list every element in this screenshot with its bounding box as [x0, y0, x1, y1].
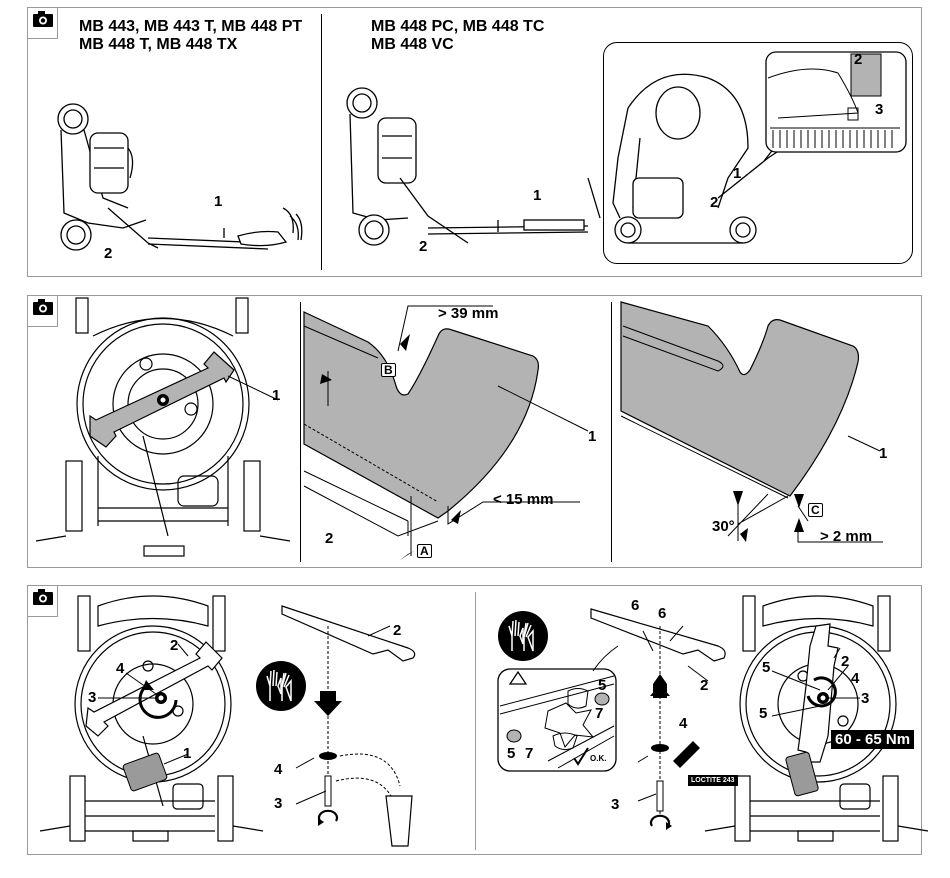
callout-3: 3 — [274, 795, 283, 812]
callout-1: 1 — [272, 387, 281, 404]
callout-4: 4 — [274, 761, 283, 778]
callout-1: 1 — [533, 187, 542, 204]
mower-blade-installed-illustration — [704, 595, 929, 842]
adhesive-label: LOCTITE 243 — [688, 775, 738, 786]
callout-5: 5 — [759, 705, 768, 722]
trash-bin-icon — [385, 795, 413, 847]
blade-wear-detail-illustration — [303, 305, 589, 560]
callout-2: 2 — [393, 622, 402, 639]
callout-5: 5 — [762, 659, 771, 676]
callout-5: 5 — [598, 677, 607, 694]
models-title-left-line2: MB 448 T, MB 448 TX — [79, 36, 238, 53]
callout-3: 3 — [611, 796, 620, 813]
panel-blade-wear-check: 1 > 39 mm B 1 < 15 mm 2 A — [27, 295, 922, 568]
panel-handle-folding: MB 443, MB 443 T, MB 448 PT MB 448 T, MB… — [27, 7, 922, 277]
callout-5: 5 — [507, 745, 516, 762]
marker-b: B — [381, 363, 396, 377]
mower-underside-blade-illustration — [35, 297, 291, 557]
marker-a: A — [417, 544, 432, 558]
callout-1: 1 — [588, 428, 597, 445]
dimension-max-wear: < 15 mm — [493, 491, 554, 508]
models-title-right-line1: MB 448 PC, MB 448 TC — [371, 18, 545, 35]
mower-folded-handle-cable-illustration — [346, 87, 601, 246]
inset-drive-alignment — [497, 668, 617, 772]
callout-2: 2 — [710, 194, 719, 211]
inset-operator-frame — [603, 42, 913, 264]
divider — [300, 302, 301, 562]
callout-7: 7 — [525, 745, 534, 762]
dimension-min-width: > 39 mm — [438, 305, 499, 322]
blade-shape — [85, 641, 223, 737]
mower-blade-removal-illustration — [39, 595, 264, 842]
callout-7: 7 — [595, 705, 604, 722]
callout-2: 2 — [419, 238, 428, 255]
callout-1: 1 — [879, 445, 888, 462]
callout-6: 6 — [658, 605, 667, 622]
blade-edge-angle-detail-illustration — [620, 301, 883, 543]
divider — [475, 592, 476, 850]
dimension-min-thickness: > 2 mm — [820, 528, 873, 545]
angle-label: 30° — [712, 518, 735, 535]
blade-installation-exploded-illustration — [497, 608, 726, 830]
wood-block — [785, 751, 819, 797]
callout-1: 1 — [214, 193, 223, 210]
operator-folding-handle-illustration — [612, 51, 907, 244]
callout-3: 3 — [861, 690, 870, 707]
callout-2: 2 — [104, 245, 113, 262]
callout-1: 1 — [733, 165, 742, 182]
callout-4: 4 — [679, 715, 688, 732]
callout-3: 3 — [88, 689, 97, 706]
blade-removal-exploded-illustration — [256, 605, 416, 847]
callout-2: 2 — [170, 637, 179, 654]
camera-icon — [28, 586, 58, 617]
torque-spec-label: 60 - 65 Nm — [831, 730, 915, 749]
camera-icon — [28, 8, 58, 39]
callout-2: 2 — [854, 51, 863, 68]
callout-4: 4 — [116, 660, 125, 677]
callout-6: 6 — [631, 597, 640, 614]
mower-folded-handle-illustration — [57, 103, 303, 251]
divider — [611, 302, 612, 562]
callout-2: 2 — [325, 530, 334, 547]
callout-4: 4 — [851, 670, 860, 687]
marker-c: C — [808, 503, 823, 517]
ok-label: O.K. — [590, 754, 607, 763]
models-title-right-line2: MB 448 VC — [371, 36, 454, 53]
panel-blade-removal-installation: 2 4 3 1 2 4 3 — [27, 585, 929, 855]
divider — [321, 14, 322, 270]
callout-1: 1 — [183, 745, 192, 762]
callout-2: 2 — [841, 653, 850, 670]
callout-3: 3 — [875, 101, 884, 118]
warning-icon — [508, 670, 528, 685]
models-title-left-line1: MB 443, MB 443 T, MB 448 PT — [79, 18, 303, 35]
wood-block — [122, 752, 168, 792]
blade-shape — [797, 623, 839, 763]
camera-icon — [28, 296, 58, 327]
callout-2: 2 — [700, 677, 709, 694]
